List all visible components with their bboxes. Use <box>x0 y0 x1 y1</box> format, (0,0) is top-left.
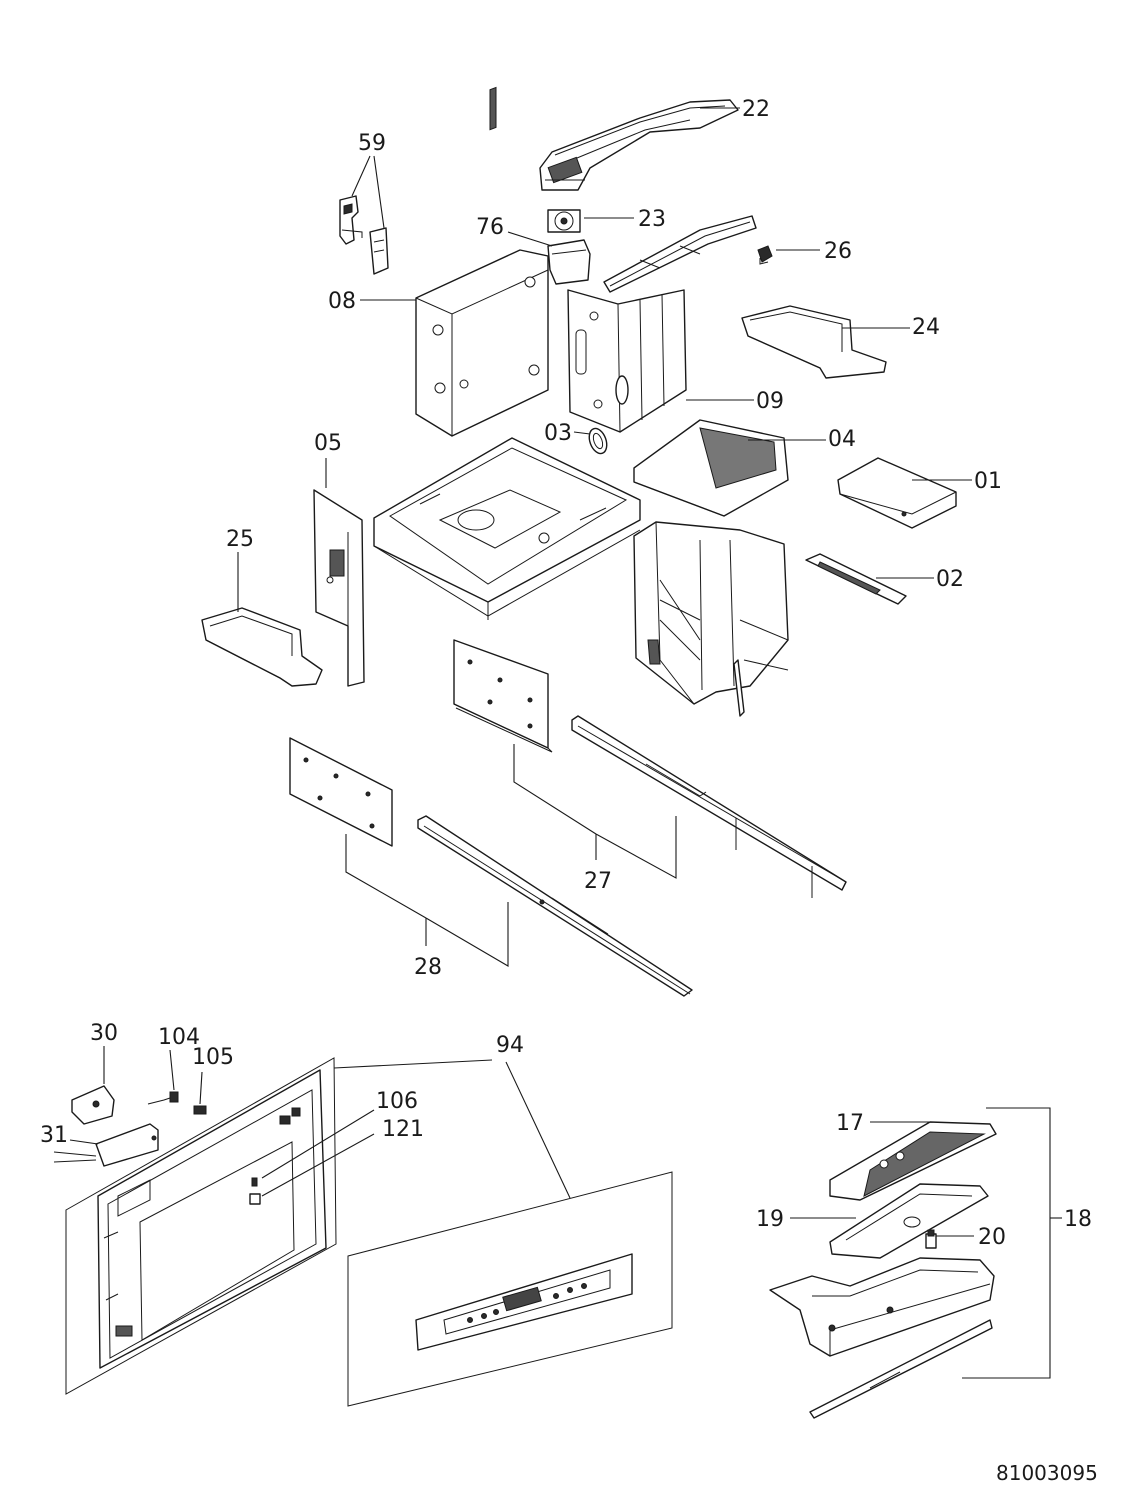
part-19-tray-insert <box>829 1183 989 1259</box>
label-30: 30 <box>90 1021 118 1046</box>
label-17: 17 <box>836 1111 864 1136</box>
part-23-fan <box>547 209 581 233</box>
part-22-top-trim <box>539 99 739 191</box>
document-code: 81003095 <box>996 1461 1098 1485</box>
label-05: 05 <box>314 431 342 456</box>
part-25-tray <box>201 607 323 687</box>
label-19: 19 <box>756 1207 784 1232</box>
part-17-grate <box>829 1121 997 1201</box>
callout-labels: 22 59 23 76 26 08 24 09 03 04 05 01 25 0… <box>40 97 1098 1485</box>
label-25: 25 <box>226 527 254 552</box>
plate-27 <box>453 639 553 753</box>
part-05-back-plate <box>313 489 365 687</box>
part-02-grille <box>805 553 907 605</box>
leader-lines <box>69 107 974 1237</box>
part-59-brackets <box>339 195 389 275</box>
part-03-ring <box>588 427 608 455</box>
part-31-connector <box>53 1123 159 1167</box>
base-frame <box>373 437 641 620</box>
label-28: 28 <box>414 955 442 980</box>
label-22: 22 <box>742 97 770 122</box>
drip-tray-body <box>769 1257 995 1357</box>
label-24: 24 <box>912 315 940 340</box>
part-26-clip <box>757 245 773 265</box>
part-20-float <box>925 1229 937 1249</box>
label-31: 31 <box>40 1123 68 1148</box>
label-08: 08 <box>328 289 356 314</box>
rail-27 <box>571 715 847 898</box>
label-01: 01 <box>974 469 1002 494</box>
part-01-lid <box>837 457 957 529</box>
label-104: 104 <box>158 1025 200 1050</box>
label-94: 94 <box>496 1033 524 1058</box>
door-panel-group <box>65 1057 337 1395</box>
part-04-grid-cover <box>633 419 789 517</box>
label-09: 09 <box>756 389 784 414</box>
label-121: 121 <box>382 1117 424 1142</box>
label-59: 59 <box>358 131 386 156</box>
part-94-control-panel <box>347 1171 673 1407</box>
label-04: 04 <box>828 427 856 452</box>
label-105: 105 <box>192 1045 234 1070</box>
label-02: 02 <box>936 567 964 592</box>
label-20: 20 <box>978 1225 1006 1250</box>
bracket-28 <box>345 834 509 967</box>
label-27: 27 <box>584 869 612 894</box>
part-30-board <box>71 1085 115 1125</box>
part-24-tray <box>741 305 887 379</box>
central-chassis <box>633 521 789 717</box>
plate-28 <box>289 737 393 847</box>
rail-28 <box>417 815 693 997</box>
part-105-switch <box>193 1105 207 1115</box>
drip-tray-front-strip <box>809 1319 993 1419</box>
label-03: 03 <box>544 421 572 446</box>
label-76: 76 <box>476 215 504 240</box>
label-23: 23 <box>638 207 666 232</box>
label-18: 18 <box>1064 1207 1092 1232</box>
part-08-side-panel <box>415 86 549 437</box>
upper-rail <box>603 215 757 293</box>
part-104-wire <box>147 1091 179 1105</box>
part-106-121-pins <box>249 1177 261 1205</box>
label-26: 26 <box>824 239 852 264</box>
part-76-fan-duct <box>547 239 591 285</box>
part-09-side-panel <box>567 289 687 433</box>
bracket-27 <box>513 744 677 879</box>
label-106: 106 <box>376 1089 418 1114</box>
bracket-18 <box>962 1107 1062 1379</box>
